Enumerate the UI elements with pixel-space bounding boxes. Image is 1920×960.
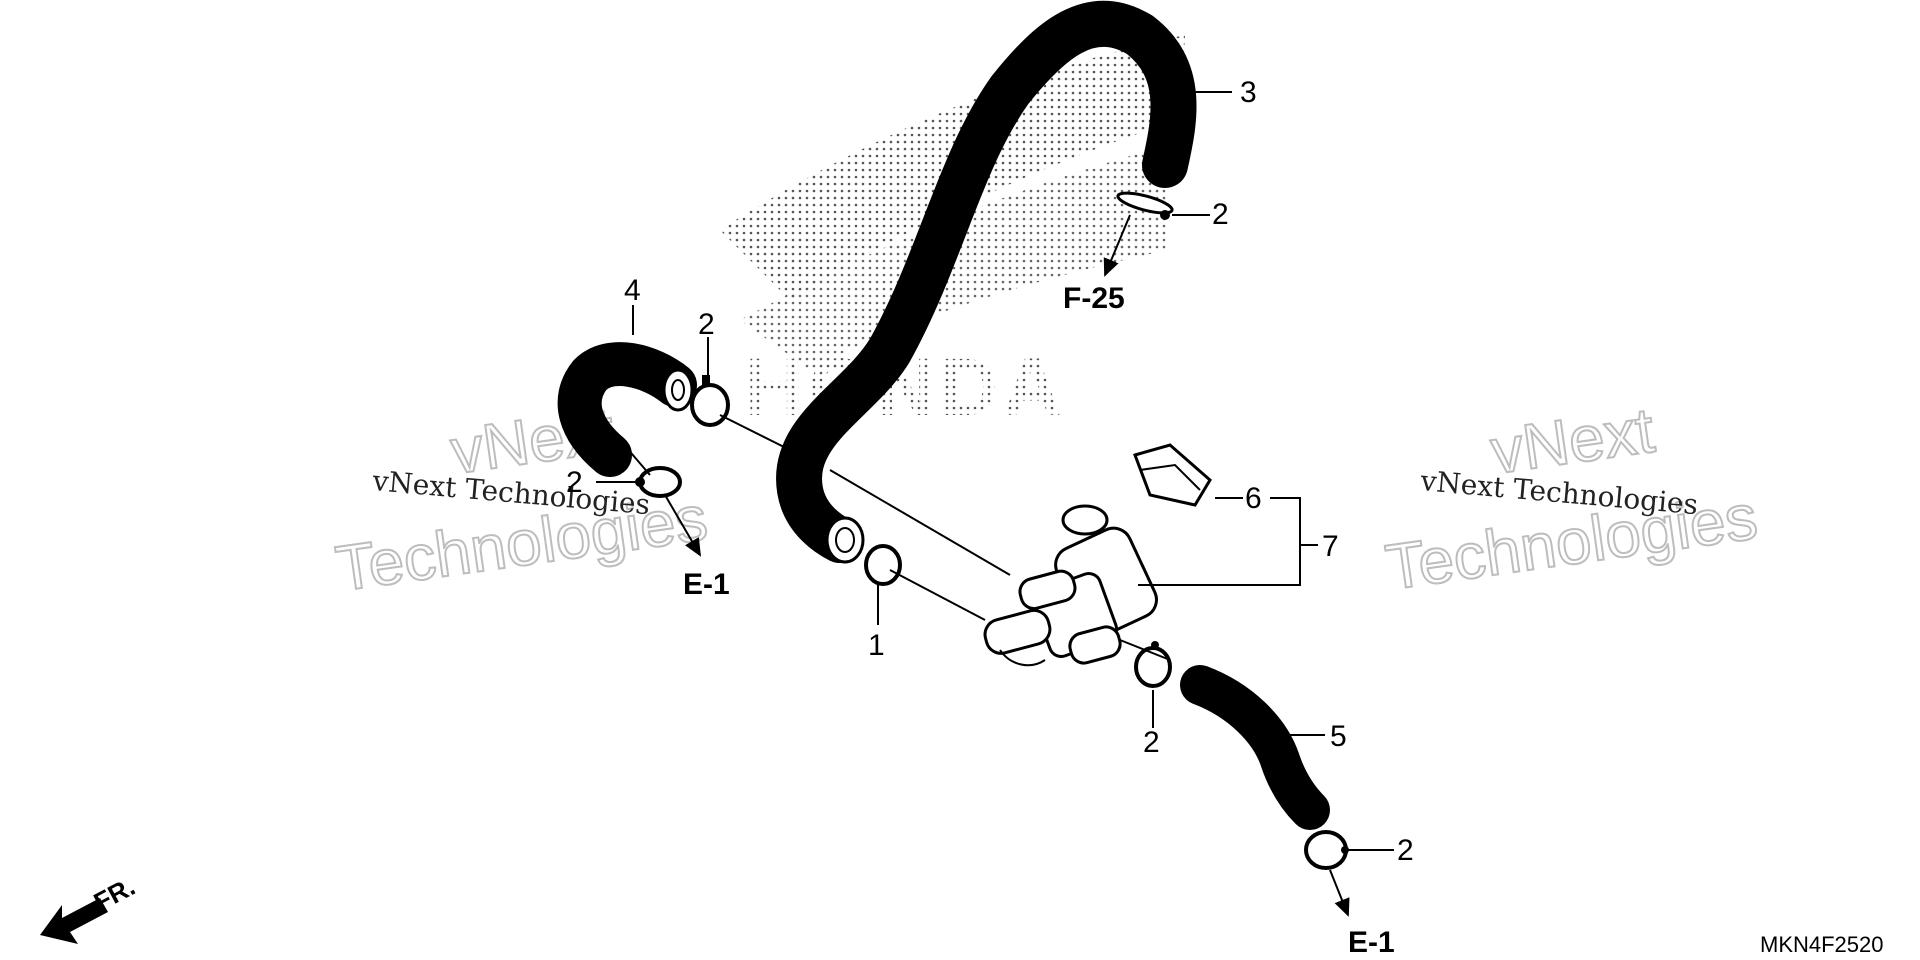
clamp-top [1116, 191, 1174, 220]
ref-f25: F-25 [1063, 282, 1125, 315]
ref-e1-left: E-1 [683, 568, 730, 601]
label-part-5: 5 [1330, 720, 1347, 753]
hose-part-3 [776, 1, 1197, 564]
ref-e1-right: E-1 [1348, 926, 1395, 959]
label-part-7: 7 [1322, 530, 1339, 563]
air-injection-valve [983, 504, 1158, 667]
clamp-left-upper [690, 375, 730, 427]
label-part-2-left-lower: 2 [566, 466, 583, 499]
front-direction-indicator: FR. [40, 871, 140, 944]
label-part-4: 4 [624, 274, 641, 307]
label-part-2-bottom: 2 [1397, 834, 1414, 867]
clamp-middle-right [1134, 641, 1172, 688]
label-part-2-top: 2 [1212, 198, 1229, 231]
label-part-6: 6 [1245, 482, 1262, 515]
label-part-3: 3 [1240, 76, 1257, 109]
hose-part-4 [557, 342, 697, 477]
clamp-bottom-right [1304, 830, 1349, 870]
label-part-2-left-upper: 2 [698, 308, 715, 341]
clamp-part-1 [864, 544, 902, 586]
label-part-1: 1 [868, 629, 885, 662]
diagram-code: MKN4F2520 [1760, 932, 1884, 957]
label-part-2-middle: 2 [1143, 726, 1160, 759]
clamp-left-lower [635, 466, 682, 498]
hose-part-5 [1180, 665, 1330, 830]
valve-cap-part-6 [1133, 443, 1212, 507]
front-arrow-icon [40, 898, 108, 944]
